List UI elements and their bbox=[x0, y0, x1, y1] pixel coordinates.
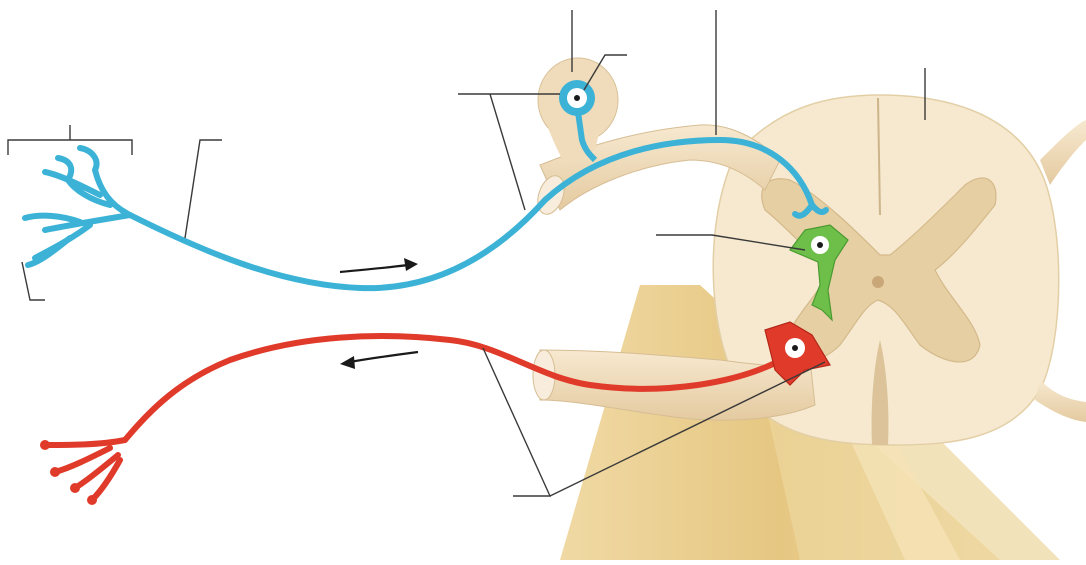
leader-sensory-axon bbox=[185, 140, 222, 238]
leader-receptor-bracket bbox=[8, 125, 132, 155]
left-arrow-icon bbox=[340, 352, 418, 369]
sensory-nucleus bbox=[574, 95, 580, 101]
right-arrow-icon bbox=[340, 258, 418, 272]
interneuron-nucleus bbox=[817, 242, 823, 248]
sensory-neuron bbox=[25, 80, 826, 288]
sensory-receptor-branches bbox=[25, 148, 130, 265]
central-canal bbox=[872, 276, 884, 288]
leader-receptor-tip bbox=[22, 262, 45, 300]
motor-nucleus bbox=[792, 345, 798, 351]
